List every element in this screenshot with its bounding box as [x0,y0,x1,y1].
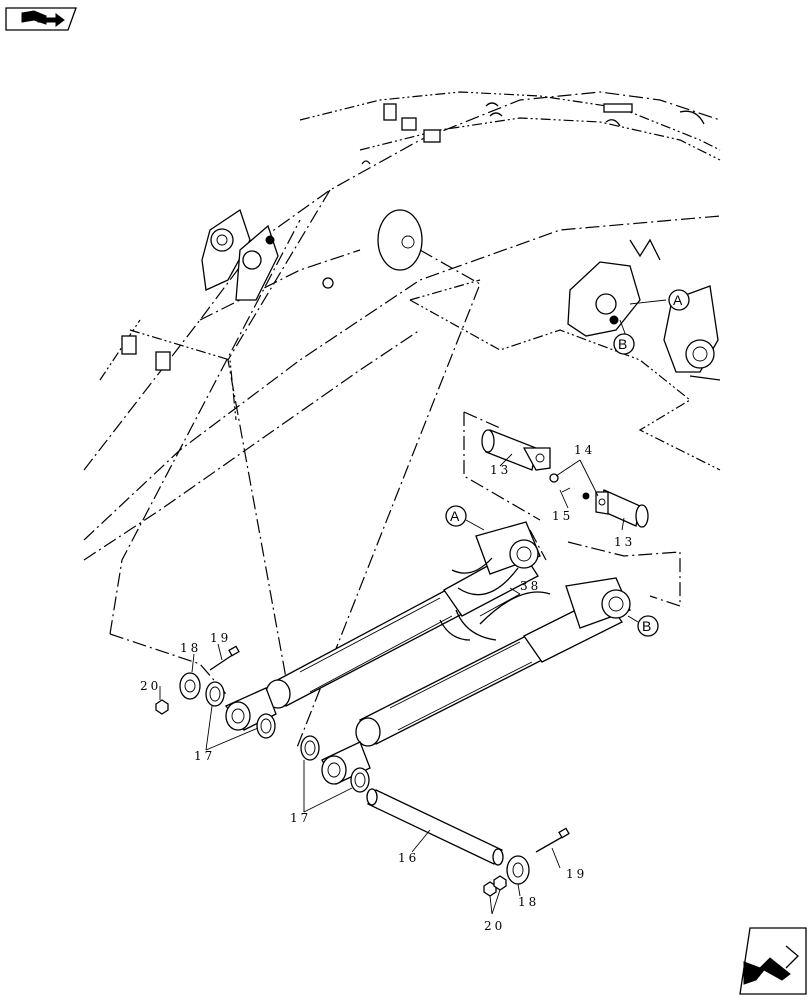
callout-16: 16 [398,851,419,865]
svg-text:B: B [642,618,651,634]
callout-38: 38 [520,579,541,593]
boom-outline [83,91,721,561]
callout-19-upper: 19 [210,631,231,645]
cylinder-left [265,521,541,709]
cylinder-right [355,577,631,747]
next-arrow-icon[interactable] [739,927,807,995]
collar-18-lower [483,827,570,897]
callout-18-upper: 18 [180,641,201,655]
callout-13-lower: 13 [614,535,635,549]
collar-18-upper [155,645,240,715]
shims-17-left [205,681,276,739]
callout-13-upper: 13 [490,463,511,477]
callout-20-lower: 20 [484,919,505,933]
ref-b-cyl: B [627,615,659,637]
svg-text:A: A [673,292,683,308]
pin-13-upper-right [582,489,649,528]
svg-text:B: B [618,336,627,352]
boom-disc [377,209,423,271]
pin-13-upper-left [481,429,571,493]
callout-17-lower: 17 [290,811,311,825]
ref-a-cyl: A [445,505,485,531]
callout-17-upper: 17 [194,749,215,763]
boom-lug-right [567,238,721,381]
callout-19-lower: 19 [566,867,587,881]
boom-brackets [121,102,705,371]
callout-15: 15 [552,509,573,523]
shims-17-right [300,735,370,793]
callout-leaders [159,453,625,915]
svg-text:A: A [450,508,460,524]
callout-20-upper: 20 [140,679,161,693]
callout-14: 14 [574,443,595,457]
boom-lug-left [201,208,334,301]
book-icon[interactable] [5,7,77,31]
callout-18-lower: 18 [518,895,539,909]
ref-a-top: A [629,289,690,311]
pin-16 [366,788,504,866]
ref-b-top: B [613,319,635,355]
